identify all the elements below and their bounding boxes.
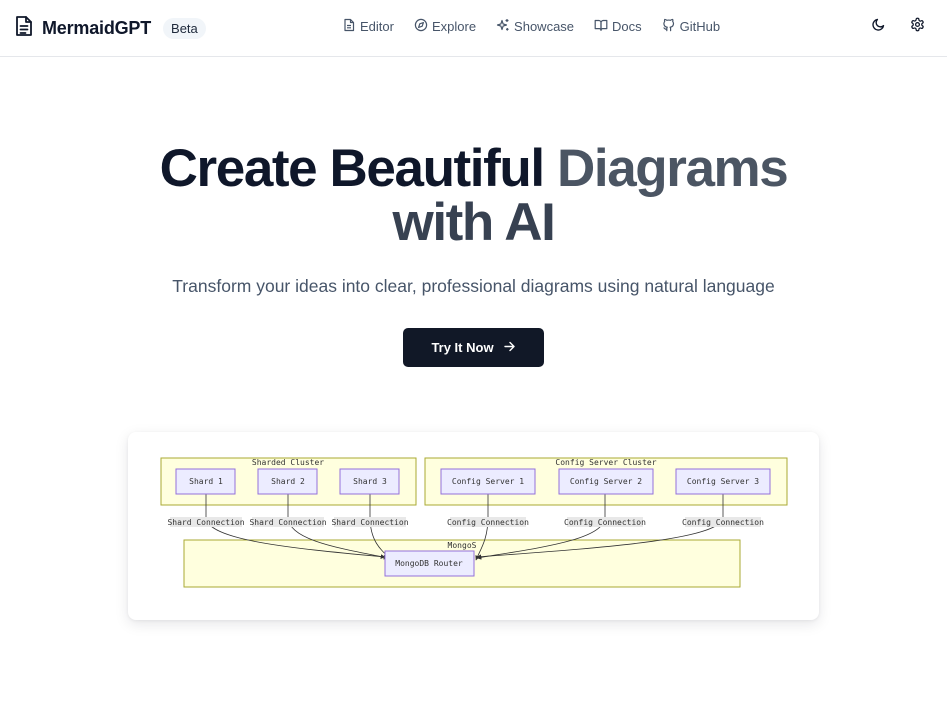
node-config-server-3 xyxy=(675,468,771,495)
github-icon xyxy=(662,18,680,35)
gear-icon xyxy=(910,17,925,37)
edge-label-shard3: Shard Connection xyxy=(331,518,408,527)
settings-button[interactable] xyxy=(908,17,926,37)
document-icon xyxy=(14,15,34,42)
nav-showcase[interactable]: Showcase xyxy=(496,18,574,35)
try-it-now-button[interactable]: Try It Now xyxy=(403,328,544,367)
nav-editor[interactable]: Editor xyxy=(342,18,394,35)
node-mongodb-router xyxy=(384,550,475,577)
edge-label-config3: Config Connection xyxy=(682,518,764,527)
hero-title: Create Beautiful Diagrams with AI xyxy=(0,142,947,250)
hero-title-part2: Diagrams xyxy=(557,139,789,198)
beta-badge: Beta xyxy=(163,17,206,39)
node-shard-1 xyxy=(175,468,236,495)
arrow-right-icon xyxy=(494,340,516,356)
theme-toggle-button[interactable] xyxy=(869,18,887,36)
file-text-icon xyxy=(342,18,360,35)
try-it-now-label: Try It Now xyxy=(431,340,494,355)
hero-subtitle: Transform your ideas into clear, profess… xyxy=(172,276,775,296)
sharded-cluster-label: Sharded Cluster xyxy=(252,458,324,467)
nav-github[interactable]: GitHub xyxy=(662,18,720,35)
diagram-preview-card[interactable]: Sharded Cluster Config Server Cluster Mo… xyxy=(128,432,819,620)
nav-docs-label: Docs xyxy=(612,19,642,34)
nav-editor-label: Editor xyxy=(360,19,394,34)
nav-explore-label: Explore xyxy=(431,19,477,34)
node-config-server-1 xyxy=(440,468,536,495)
node-mongodb-router-label: MongoDB Router xyxy=(395,559,463,568)
edge-label-shard1: Shard Connection xyxy=(167,518,244,527)
node-config-server-3-label: Config Server 3 xyxy=(687,477,759,486)
brand-link[interactable]: MermaidGPT Beta xyxy=(14,15,206,42)
node-config-server-2 xyxy=(558,468,654,495)
book-open-icon xyxy=(594,18,612,35)
node-shard-3-label: Shard 3 xyxy=(353,477,387,486)
node-shard-2 xyxy=(257,468,318,495)
nav-showcase-label: Showcase xyxy=(514,19,575,34)
edge-labels: Shard Connection Shard Connection Shard … xyxy=(167,517,764,527)
edge-label-shard2: Shard Connection xyxy=(249,518,326,527)
hero-title-part1: Create Beautiful xyxy=(159,139,545,198)
node-shard-3 xyxy=(339,468,400,495)
node-shard-2-label: Shard 2 xyxy=(271,477,305,486)
top-navbar: MermaidGPT Beta Editor Explore Showcase xyxy=(0,0,947,57)
nav-github-label: GitHub xyxy=(679,19,721,34)
main-nav: Editor Explore Showcase Docs GitHub xyxy=(342,18,740,35)
mermaid-diagram: Sharded Cluster Config Server Cluster Mo… xyxy=(160,457,788,588)
brand-name: MermaidGPT xyxy=(42,17,152,38)
mongos-cluster-label: MongoS xyxy=(448,541,477,550)
node-config-server-1-label: Config Server 1 xyxy=(452,477,524,486)
moon-icon xyxy=(871,17,886,37)
edge-label-config1: Config Connection xyxy=(447,518,529,527)
nav-docs[interactable]: Docs xyxy=(594,18,642,35)
nav-explore[interactable]: Explore xyxy=(414,18,476,35)
node-shard-1-label: Shard 1 xyxy=(189,477,223,486)
sparkles-icon xyxy=(496,18,514,35)
compass-icon xyxy=(414,18,432,35)
node-config-server-2-label: Config Server 2 xyxy=(570,477,642,486)
config-cluster-label: Config Server Cluster xyxy=(555,458,656,467)
edge-label-config2: Config Connection xyxy=(564,518,646,527)
hero-title-part3: with AI xyxy=(392,193,556,252)
